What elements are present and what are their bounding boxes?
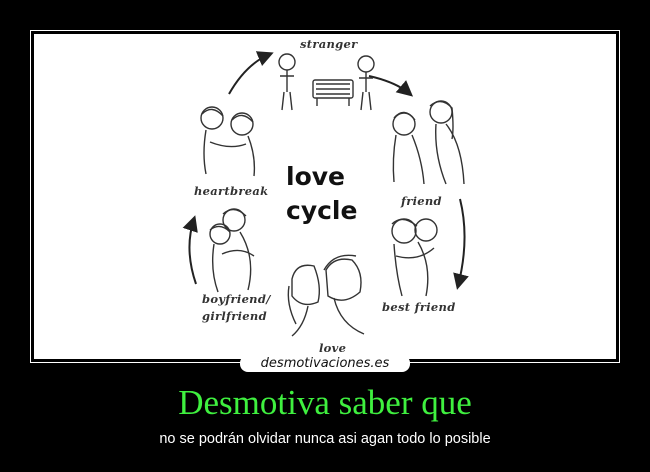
label-boyfriend: boyfriend/ (202, 292, 271, 306)
stranger-figures (278, 53, 375, 111)
label-heartbreak: heartbreak (194, 184, 269, 198)
label-friend: friend (401, 194, 442, 208)
label-best-friend: best friend (382, 300, 456, 314)
center-line-cycle: cycle (286, 196, 358, 225)
label-stranger: stranger (300, 37, 358, 51)
poster-caption: no se podrán olvidar nunca asi agan todo… (159, 431, 491, 447)
arrow-stranger-to-friend (368, 75, 414, 97)
watermark-logo: desmotivaciones.es (240, 355, 410, 372)
arrow-heartbreak-to-boyfriend (182, 215, 198, 285)
arrow-heartbreak-to-stranger (228, 51, 274, 95)
diagram-panel: love cycle stranger friend best friend l… (34, 34, 616, 359)
label-girlfriend: girlfriend (202, 309, 267, 323)
center-line-love: love (286, 162, 345, 191)
label-love: love (319, 341, 347, 355)
poster-title: Desmotiva saber que (178, 383, 472, 422)
boyfriend-girlfriend-figures (209, 208, 255, 293)
poster-frame: love cycle stranger friend best friend l… (30, 30, 620, 363)
friend-figures (392, 100, 465, 185)
love-figures (287, 254, 365, 337)
cycle-illustration (182, 51, 469, 337)
arrow-friend-to-bestfriend (453, 198, 469, 290)
bestfriend-figures (391, 218, 438, 297)
diagram-center-title: love cycle (286, 160, 357, 228)
heartbreak-figures (200, 106, 256, 177)
